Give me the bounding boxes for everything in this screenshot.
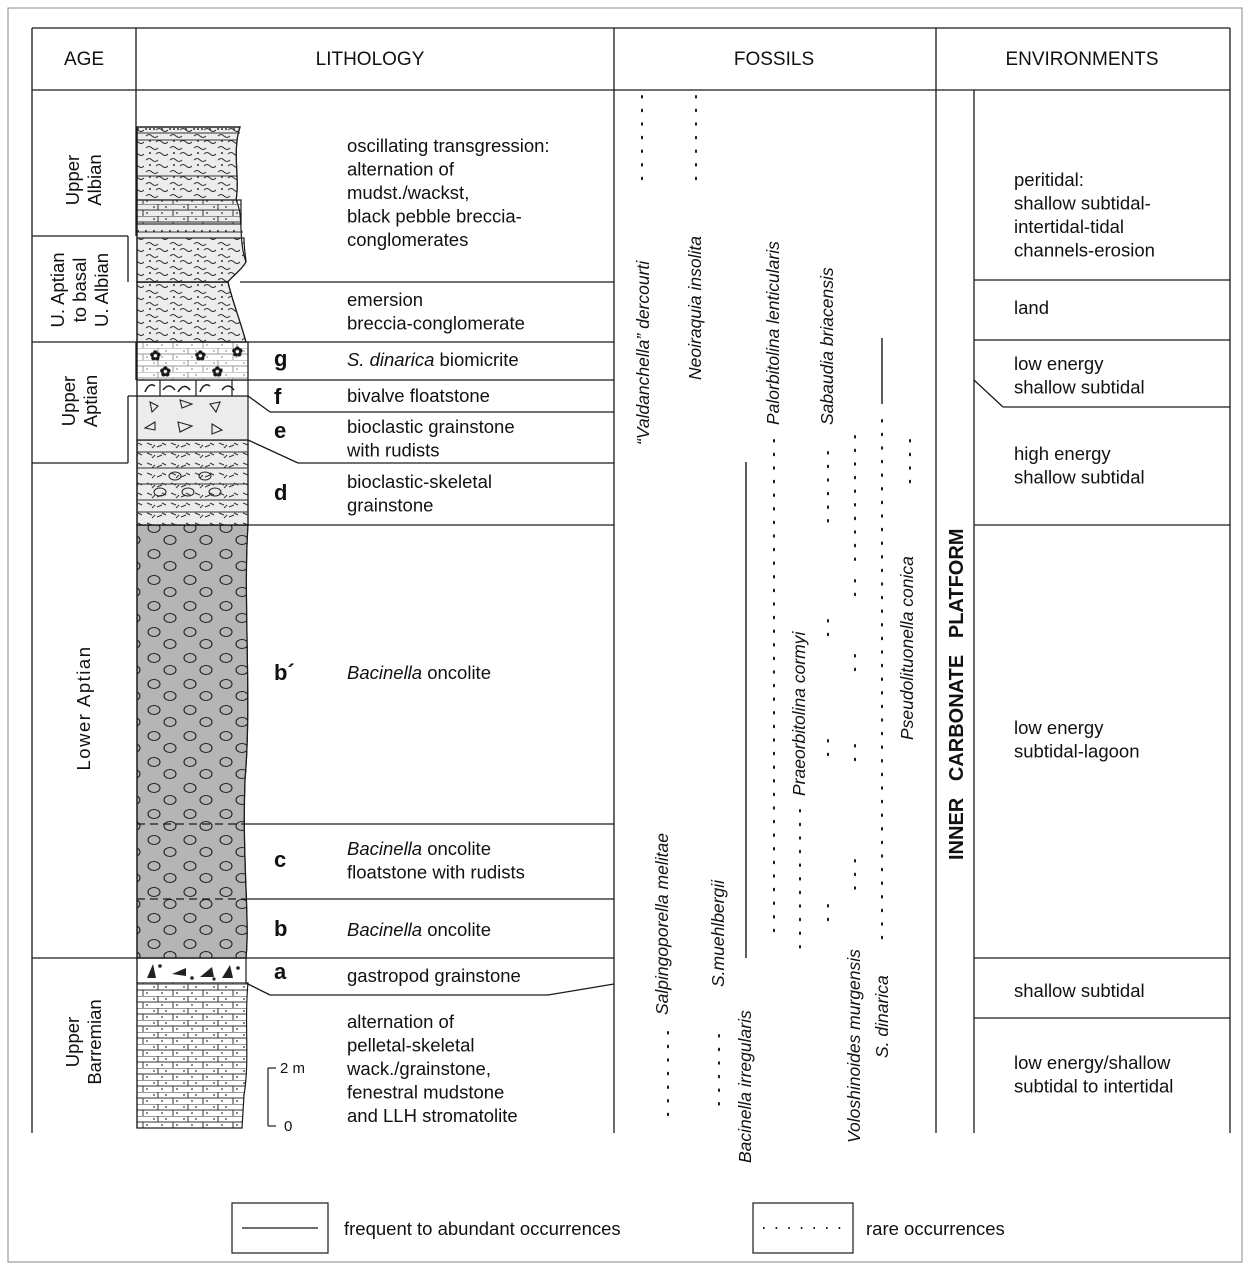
- age-label-upper-barremian: UpperBarremian: [62, 999, 105, 1084]
- unit-desc-unit-e: with rudists: [346, 440, 440, 461]
- fossil-label-valdanchella: “Valdanchella” dercourti: [633, 260, 653, 445]
- fossil-label-palorbitolina: Palorbitolina lenticularis: [763, 241, 783, 425]
- unit-desc-emersion-unit: breccia-conglomerate: [347, 313, 525, 334]
- fossil-label-voloshinoides: Voloshinoides murgensis: [844, 949, 864, 1143]
- unit-desc-unit-d: bioclastic-skeletal: [347, 471, 492, 492]
- lithologic-column: ✿✿✿ ✿✿: [136, 126, 249, 1129]
- scale-bar: [267, 1067, 276, 1127]
- unit-letter-e: e: [274, 418, 286, 443]
- table-grid: [31, 27, 1231, 1133]
- unit-letter-c: c: [274, 847, 286, 872]
- unit-letter-b: b: [274, 916, 287, 941]
- svg-text:✿: ✿: [150, 348, 161, 363]
- unit-desc-unit-g: S. dinarica biomicrite: [347, 349, 519, 370]
- header-lithology: LITHOLOGY: [316, 49, 425, 70]
- svg-text:✿: ✿: [232, 344, 243, 359]
- fossil-label-sabaudia: Sabaudia briacensis: [817, 267, 837, 425]
- unit-desc-barremian-unit: pelletal-skeletal: [347, 1035, 475, 1056]
- environment-land: land: [1014, 297, 1049, 318]
- legend-rare-box: [752, 1202, 854, 1254]
- unit-desc-barremian-unit: alternation of: [347, 1011, 455, 1032]
- environment-low-energy-intertidal: subtidal to intertidal: [1014, 1076, 1173, 1097]
- age-labels: UpperAlbian U. Aptianto basalU. AlbianUpp…: [47, 154, 112, 1084]
- header-fossils: FOSSILS: [734, 49, 814, 70]
- svg-text:✿: ✿: [160, 364, 171, 379]
- environment-low-energy-shallow: shallow subtidal: [1014, 377, 1145, 398]
- fossil-label-praeorbitolina: Praeorbitolina cormyi: [789, 631, 809, 796]
- environment-high-energy-shallow: shallow subtidal: [1014, 467, 1145, 488]
- header-environments: ENVIRONMENTS: [1005, 49, 1158, 70]
- header-age: AGE: [64, 49, 104, 70]
- outer-frame: [7, 7, 1243, 1263]
- fossil-label-bacinella: Bacinella irregularis: [735, 1010, 755, 1163]
- unit-desc-albian-unit: alternation of: [347, 159, 455, 180]
- fossil-ranges: [641, 95, 911, 1119]
- environment-peritidal: peritidal:: [1014, 169, 1084, 190]
- unit-desc-unit-b-prime: Bacinella oncolite: [347, 662, 491, 683]
- environment-peritidal: channels-erosion: [1014, 240, 1155, 261]
- svg-text:✿: ✿: [212, 364, 223, 379]
- fossil-label-pseudolituonella: Pseudolituonella conica: [897, 556, 917, 740]
- unit-desc-unit-e: bioclastic grainstone: [347, 416, 515, 437]
- age-label-upper-albian: UpperAlbian: [62, 154, 105, 205]
- environment-high-energy-shallow: high energy: [1014, 443, 1111, 464]
- unit-letter-f: f: [274, 384, 282, 409]
- scale-top-label: 2 m: [280, 1060, 305, 1077]
- environment-low-energy-lagoon: subtidal-lagoon: [1014, 741, 1139, 762]
- fossil-labels: “Valdanchella” dercourti Neoiraquia insol…: [633, 236, 917, 1163]
- environment-peritidal: shallow subtidal-: [1014, 193, 1151, 214]
- unit-desc-albian-unit: conglomerates: [347, 229, 468, 250]
- unit-desc-unit-b: Bacinella oncolite: [347, 919, 491, 940]
- age-label-lower-aptian: Lower Aptian: [73, 646, 94, 771]
- unit-desc-emersion-unit: emersion: [347, 289, 423, 310]
- environment-low-energy-lagoon: low energy: [1014, 717, 1104, 738]
- environment-low-energy-intertidal: low energy/shallow: [1014, 1052, 1171, 1073]
- fossil-label-s-muehlbergii: S.muehlbergii: [708, 879, 728, 987]
- age-label-u-aptian-basal-albian: U. Aptianto basalU. Albian: [47, 252, 112, 327]
- environment-peritidal: intertidal-tidal: [1014, 216, 1124, 237]
- unit-desc-unit-d: grainstone: [347, 495, 433, 516]
- unit-desc-unit-a: gastropod grainstone: [347, 965, 521, 986]
- svg-text:✿: ✿: [195, 348, 206, 363]
- legend-frequent-box: [231, 1202, 329, 1254]
- unit-desc-unit-c: Bacinella oncolite: [347, 838, 491, 859]
- unit-desc-albian-unit: black pebble breccia-: [347, 206, 522, 227]
- unit-letter-g: g: [274, 346, 287, 371]
- fossil-label-salpingoporella: Salpingoporella melitae: [652, 833, 672, 1015]
- fossil-label-s-dinarica: S. dinarica: [872, 975, 892, 1058]
- environment-shallow-subtidal: shallow subtidal: [1014, 980, 1145, 1001]
- legend: frequent to abundant occurrences rare oc…: [231, 1202, 1005, 1254]
- unit-desc-albian-unit: mudst./wackst,: [347, 182, 469, 203]
- legend-rare-label: rare occurrences: [866, 1218, 1005, 1239]
- unit-letter-b-prime: b´: [274, 660, 295, 685]
- unit-desc-albian-unit: oscillating transgression:: [347, 135, 550, 156]
- unit-letter-a: a: [274, 959, 287, 984]
- scale-bottom-label: 0: [284, 1118, 292, 1135]
- unit-desc-unit-c: floatstone with rudists: [347, 862, 525, 883]
- age-label-upper-aptian: UpperAptian: [58, 375, 101, 427]
- unit-descriptions: oscillating transgression: alternation of…: [346, 135, 550, 1126]
- environment-labels: peritidal: shallow subtidal-intertidal-ti…: [1014, 169, 1173, 1097]
- fossil-label-neoiraquia: Neoiraquia insolita: [685, 236, 705, 380]
- unit-desc-unit-f: bivalve floatstone: [347, 385, 490, 406]
- unit-letter-d: d: [274, 480, 287, 505]
- platform-label: INNER CARBONATE PLATFORM: [946, 529, 968, 860]
- unit-letters: gfe d b´ c ba: [274, 346, 295, 984]
- legend-frequent-label: frequent to abundant occurrences: [344, 1218, 621, 1239]
- unit-desc-barremian-unit: and LLH stromatolite: [347, 1105, 518, 1126]
- unit-desc-barremian-unit: wack./grainstone,: [346, 1058, 491, 1079]
- unit-desc-barremian-unit: fenestral mudstone: [347, 1082, 504, 1103]
- environment-low-energy-shallow: low energy: [1014, 353, 1104, 374]
